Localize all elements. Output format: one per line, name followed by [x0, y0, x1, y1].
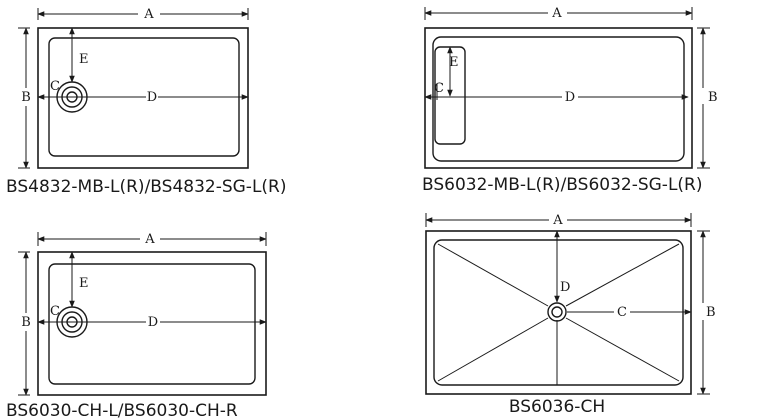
dimension-d-label: D — [148, 315, 158, 330]
panel-bs4832: A B D E C BS4832-MB-L(R)/BS4832-SG-L(R) — [6, 7, 287, 197]
dimension-e-label: E — [449, 55, 459, 70]
dimension-c-label: C — [434, 81, 444, 96]
model-caption: BS4832-MB-L(R)/BS4832-SG-L(R) — [6, 177, 287, 197]
dimension-d-label: D — [560, 280, 570, 295]
dimension-e-label: E — [79, 52, 89, 67]
slope-lines — [437, 243, 680, 385]
inner-tray-outline — [48, 263, 256, 385]
dimension-a-label: A — [551, 6, 562, 21]
dimension-b-label: B — [706, 305, 716, 320]
model-caption: BS6036-CH — [509, 397, 605, 417]
dimension-a-label: A — [144, 232, 155, 247]
dimension-d-label: D — [147, 90, 157, 105]
dimension-e-label: E — [79, 276, 89, 291]
dimension-c-label: C — [617, 305, 627, 320]
inner-tray-outline — [432, 36, 685, 162]
model-caption: BS6030-CH-L/BS6030-CH-R — [6, 401, 238, 420]
panel-bs6032: A B D E C BS6032-MB-L(R)/BS6032-SG-L(R) — [422, 6, 718, 195]
panel-bs6030: A B D E C BS6030-CH-L/BS6030-CH-R — [6, 232, 267, 420]
dimension-d-label: D — [565, 90, 575, 105]
dimension-a-label: A — [552, 213, 563, 228]
dimension-b-label: B — [21, 90, 31, 105]
panel-bs6036: A D C B BS6036-CH — [425, 213, 716, 417]
dimension-a-label: A — [143, 7, 154, 22]
dimension-b-label: B — [21, 315, 31, 330]
drain-icon — [547, 302, 567, 322]
dimension-c-label: C — [50, 79, 60, 94]
dimension-b-label: B — [708, 90, 718, 105]
model-caption: BS6032-MB-L(R)/BS6032-SG-L(R) — [422, 175, 703, 195]
dimension-c-label: C — [50, 304, 60, 319]
outer-outline — [37, 27, 249, 169]
